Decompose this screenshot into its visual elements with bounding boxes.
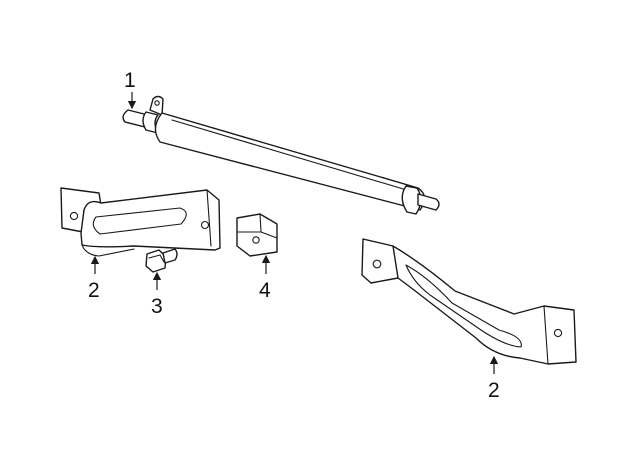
callout-2-left: 2	[88, 279, 100, 302]
callout-1: 1	[124, 69, 136, 92]
callout-4: 4	[259, 279, 271, 302]
callout-2-right: 2	[488, 379, 500, 402]
bolt-part[interactable]	[145, 248, 178, 273]
tube-part[interactable]	[122, 95, 440, 215]
left-bracket-part[interactable]	[60, 187, 221, 257]
callout-3: 3	[151, 295, 163, 318]
right-bracket-part[interactable]	[361, 238, 577, 365]
clip-part[interactable]	[236, 213, 278, 257]
